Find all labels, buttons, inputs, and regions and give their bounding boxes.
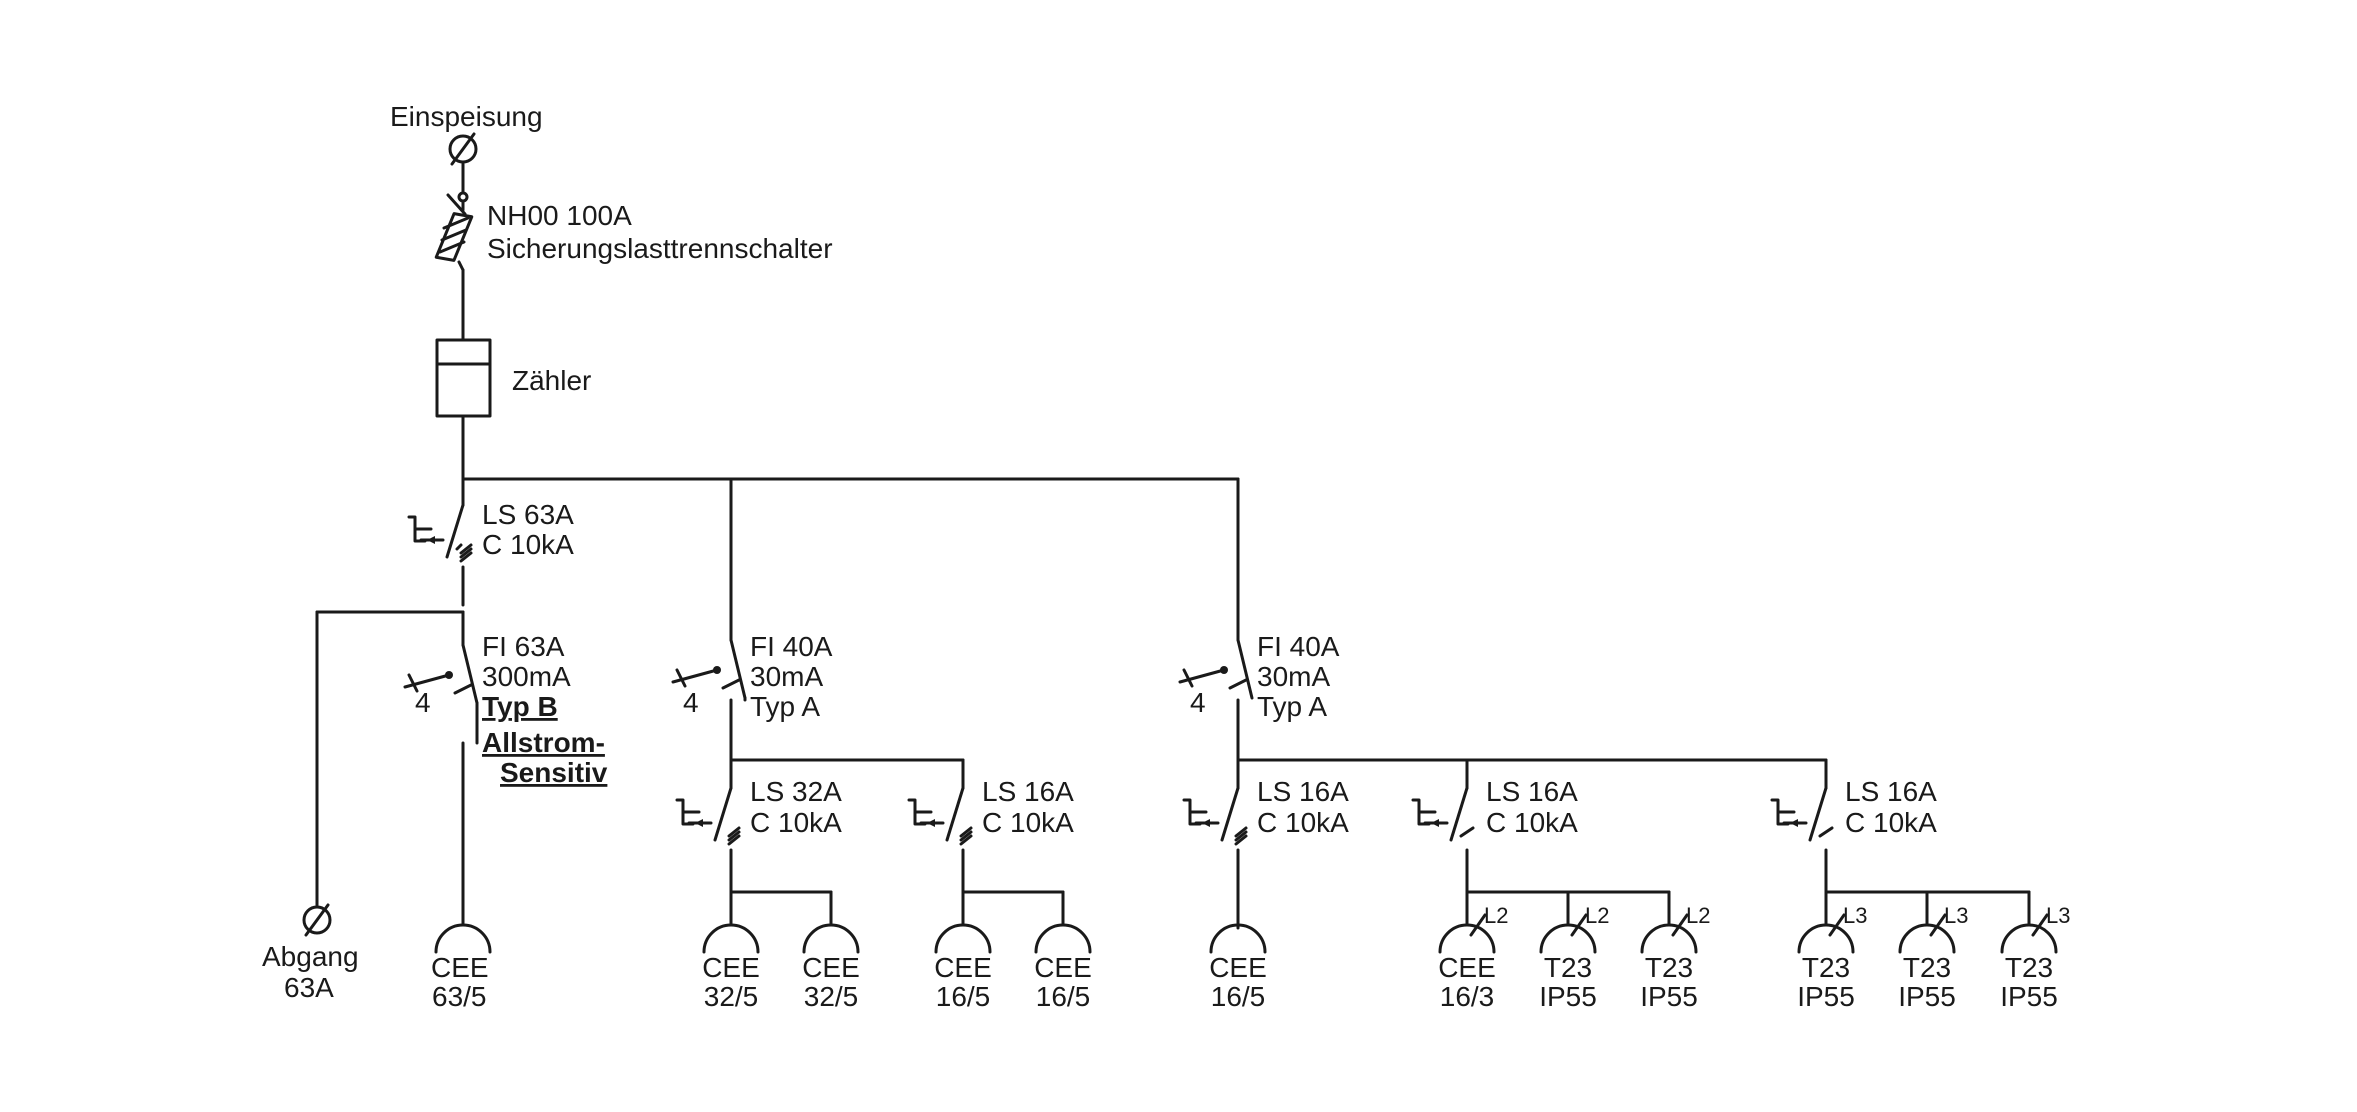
socket-label-rating: 32/5 <box>804 981 859 1012</box>
socket-label-rating: IP55 <box>1797 981 1855 1012</box>
abgang-label-1: Abgang <box>262 941 359 972</box>
abgang-terminal-icon <box>302 903 332 937</box>
ls-16-b-label-1: LS 16A <box>1257 776 1349 807</box>
socket-icon <box>2000 923 2058 954</box>
main-breaker-label-1: LS 63A <box>482 499 574 530</box>
fuse-switch-icon <box>434 193 474 272</box>
fuse-label-1: NH00 100A <box>487 200 632 231</box>
rcd-3-label-3: Typ A <box>1257 691 1327 722</box>
phase-marker-icon <box>1929 913 1947 937</box>
socket-label-rating: IP55 <box>2000 981 2058 1012</box>
fuse-label-2: Sicherungslasttrennschalter <box>487 233 833 264</box>
socket-label-type: T23 <box>1903 952 1951 983</box>
socket-label-type: T23 <box>2005 952 2053 983</box>
socket-label-type: T23 <box>1645 952 1693 983</box>
sockets-group: CEE32/5CEE32/5CEE16/5CEE16/5CEE16/5L2CEE… <box>702 903 2070 1012</box>
socket-icon <box>1898 923 1956 954</box>
main-breaker-icon <box>407 503 473 607</box>
socket-phase-label: L2 <box>1585 903 1609 928</box>
rcd-main-label-3: Typ B <box>482 691 558 722</box>
rcd-2-label-3: Typ A <box>750 691 820 722</box>
socket-phase-label: L3 <box>1843 903 1867 928</box>
rcd-main-label-1: FI 63A <box>482 631 565 662</box>
rcd-3-label-1: FI 40A <box>1257 631 1340 662</box>
rcd-2-label-2: 30mA <box>750 661 823 692</box>
ls-16-c-label-1: LS 16A <box>1486 776 1578 807</box>
socket-label-rating: 16/5 <box>1211 981 1266 1012</box>
socket-phase-label: L3 <box>1944 903 1968 928</box>
ls-16-a-label-2: C 10kA <box>982 807 1074 838</box>
socket-label-rating: 32/5 <box>704 981 759 1012</box>
socket-phase-label: L2 <box>1484 903 1508 928</box>
ls-32-icon <box>675 786 741 894</box>
socket-label-type: T23 <box>1544 952 1592 983</box>
ls-16-d-icon <box>1770 786 1834 894</box>
phase-marker-icon <box>1671 913 1689 937</box>
socket-label-rating: 16/5 <box>1036 981 1091 1012</box>
phase-marker-icon <box>1570 913 1588 937</box>
ls-16-a-label-1: LS 16A <box>982 776 1074 807</box>
rcd-3-icon <box>1178 638 1254 700</box>
phase-marker-icon <box>1828 913 1846 937</box>
socket-label-type: CEE <box>802 952 860 983</box>
cee63-label-1: CEE <box>431 952 489 983</box>
rcd-2-label-1: FI 40A <box>750 631 833 662</box>
meter-label: Zähler <box>512 365 591 396</box>
socket-label-rating: 16/3 <box>1440 981 1495 1012</box>
socket-icon <box>702 923 760 954</box>
socket-label-type: CEE <box>1209 952 1267 983</box>
socket-label-rating: 16/5 <box>936 981 991 1012</box>
socket-icon <box>1539 923 1597 954</box>
socket-icon <box>1640 923 1698 954</box>
feed-terminal-icon <box>448 132 478 166</box>
rcd-2-icon <box>671 638 747 702</box>
socket-icon <box>934 923 992 954</box>
socket-icon <box>1797 923 1855 954</box>
ls-16-c-icon <box>1411 786 1475 894</box>
ls-32-label-1: LS 32A <box>750 776 842 807</box>
socket-label-rating: IP55 <box>1898 981 1956 1012</box>
phase-marker-icon <box>1469 913 1487 937</box>
socket-icon <box>1034 923 1092 954</box>
rcd-3-poles: 4 <box>1190 687 1206 718</box>
socket-phase-label: L2 <box>1686 903 1710 928</box>
ls-16-c-label-2: C 10kA <box>1486 807 1578 838</box>
socket-label-type: T23 <box>1802 952 1850 983</box>
socket-icon <box>1438 923 1496 954</box>
meter-icon <box>435 338 492 418</box>
rcd-main-label-4: Allstrom- <box>482 727 605 758</box>
socket-label-type: CEE <box>702 952 760 983</box>
socket-label-rating: IP55 <box>1640 981 1698 1012</box>
ls-16-a-icon <box>907 786 973 894</box>
ls-16-b-label-2: C 10kA <box>1257 807 1349 838</box>
rcd-main-label-2: 300mA <box>482 661 571 692</box>
ls-16-d-label-1: LS 16A <box>1845 776 1937 807</box>
rcd-main-icon <box>403 610 479 745</box>
socket-label-type: CEE <box>1438 952 1496 983</box>
main-breaker-label-2: C 10kA <box>482 529 574 560</box>
rcd-main-poles: 4 <box>415 687 431 718</box>
socket-label-type: CEE <box>934 952 992 983</box>
cee63-socket-icon <box>434 923 492 954</box>
socket-label-rating: IP55 <box>1539 981 1597 1012</box>
abgang-label-2: 63A <box>284 972 334 1003</box>
ls-32-label-2: C 10kA <box>750 807 842 838</box>
rcd-3-label-2: 30mA <box>1257 661 1330 692</box>
socket-label-type: CEE <box>1034 952 1092 983</box>
phase-marker-icon <box>2031 913 2049 937</box>
cee63-label-2: 63/5 <box>432 981 487 1012</box>
feed-label: Einspeisung <box>390 101 543 132</box>
socket-phase-label: L3 <box>2046 903 2070 928</box>
socket-icon <box>802 923 860 954</box>
rcd-2-poles: 4 <box>683 687 699 718</box>
ls-16-d-label-2: C 10kA <box>1845 807 1937 838</box>
rcd-main-label-5: Sensitiv <box>500 757 608 788</box>
socket-icon <box>1209 923 1267 954</box>
